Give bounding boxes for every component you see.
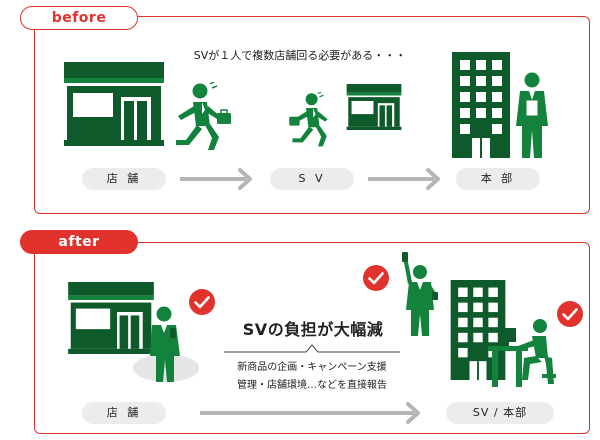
- standing-man-icon: [516, 72, 548, 158]
- standing-man-icon: [402, 252, 438, 336]
- after-headline: SVの負担が大幅減: [242, 320, 384, 339]
- store-icon: [346, 84, 402, 130]
- after-detail-line1: 新商品の企画・キャンペーン支援: [237, 362, 387, 373]
- after-tag: after: [20, 230, 138, 254]
- running-man-icon: [289, 92, 328, 147]
- check-badge-icon: [557, 301, 583, 327]
- store-icon: [64, 62, 164, 146]
- label-store: 店 舗: [82, 168, 166, 190]
- speech-line: [224, 344, 400, 353]
- label-sv: S V: [270, 168, 354, 190]
- arrow-icon: [368, 168, 440, 190]
- arrow-icon: [200, 402, 420, 424]
- label-hq: 本 部: [456, 168, 540, 190]
- check-badge-icon: [189, 289, 215, 315]
- store-icon: [68, 282, 154, 354]
- label-store: 店 舗: [82, 402, 166, 424]
- check-badge-icon: [363, 265, 389, 291]
- label-sv-hq: SV / 本部: [446, 402, 554, 424]
- after-detail-line2: 管理・店舗環境…などを直接報告: [237, 380, 387, 391]
- before-tag: before: [20, 6, 138, 30]
- running-man-icon: [176, 82, 231, 150]
- before-caption: SVが１人で複数店舗回る必要がある・・・: [193, 49, 407, 62]
- desk-worker-icon: [488, 319, 556, 387]
- building-icon: [452, 52, 510, 158]
- arrow-icon: [180, 168, 252, 190]
- standing-man-icon: [133, 306, 199, 382]
